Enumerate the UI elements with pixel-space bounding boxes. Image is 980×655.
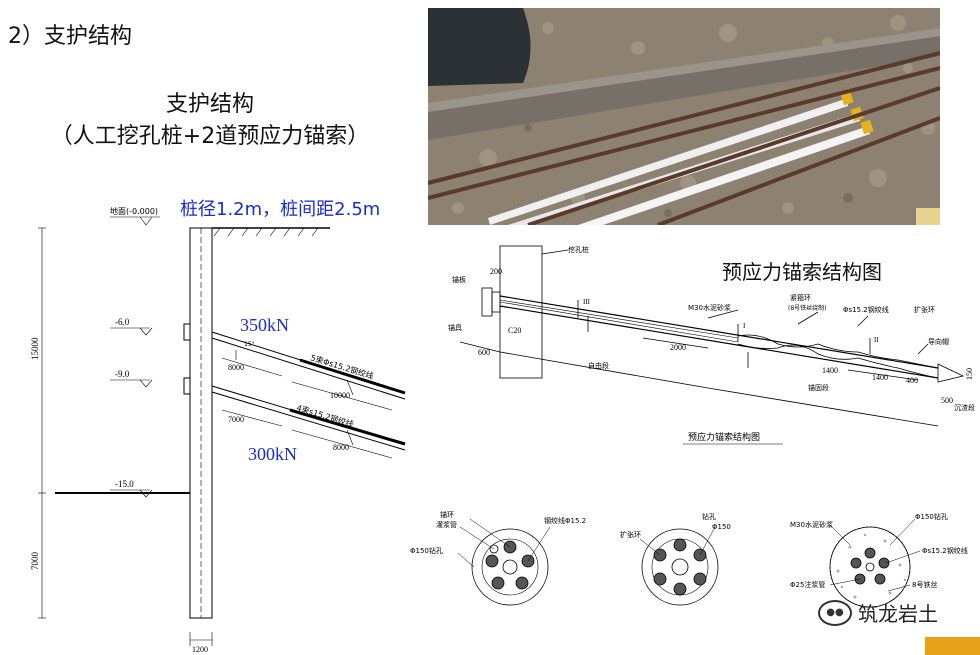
bond-section-label: 锚固段 (808, 383, 829, 392)
panel-title-line1: 支护结构 (165, 92, 254, 117)
anchor-head-label: 锚具 (448, 323, 462, 332)
dim-200: 200 (490, 267, 502, 276)
expander-label: 扩张环 (914, 305, 935, 314)
dim-1400-b: 1400 (872, 373, 888, 382)
section-heading: 2）支护结构 (8, 24, 132, 49)
force-lower-label: 300kN (248, 444, 297, 464)
free-section-label: 自由段 (588, 361, 609, 370)
sec-III-top: III (583, 298, 591, 306)
sec-II-top: II (874, 336, 879, 344)
s1-grout-pipe-label: 灌浆管 (436, 520, 457, 529)
anchor-cable-photo (428, 8, 940, 225)
anchor-plate-label: 锚板 (452, 275, 466, 284)
corner-logo (925, 637, 980, 655)
s3-grout-label: M30水泥砂浆 (790, 520, 833, 529)
level-3-label: -15.0 (115, 479, 134, 489)
spacer-note: (8号铁丝绕制) (788, 304, 827, 312)
pile-note: 桩径1.2m，桩间距2.5m (180, 199, 381, 220)
s2-expander-label: 扩张环 (620, 530, 641, 539)
dim-600: 600 (478, 348, 490, 357)
dim-1400-a: 1400 (822, 366, 838, 375)
grout-label: M30水泥砂浆 (688, 303, 731, 312)
s2-dia-label: Φ150 (712, 523, 731, 531)
support-section-drawing: 地面(-0.000) -6.0 -9.0 -15.0 15000 7000 12… (30, 206, 406, 654)
dim-500: 500 (941, 396, 953, 405)
level-1-label: -6.0 (115, 317, 130, 327)
panel-title-line2: （人工挖孔桩+2道预应力锚索） (50, 124, 370, 149)
s2-label: 钻孔 (702, 512, 716, 521)
ground-level-label: 地面(-0.000) (110, 206, 158, 216)
anchor-2-bond: 8000 (333, 443, 349, 452)
dim-150: 150 (965, 368, 974, 380)
guide-cap-label: 导向帽 (928, 337, 949, 346)
sec-I-top: I (743, 322, 746, 330)
s3-strand-label: Φs15.2钢绞线 (922, 546, 968, 555)
level-2-label: -9.0 (115, 369, 130, 379)
anchor-drawing-caption: 预应力锚索结构图 (688, 431, 760, 443)
concrete-label: C20 (508, 326, 521, 335)
tail-section-label: 沉渣段 (954, 403, 975, 412)
dim-total: 15000 (30, 337, 40, 360)
force-upper-label: 350kN (240, 315, 289, 335)
angle-label: 15° (244, 341, 255, 348)
strand-label: Φs15.2钢绞线 (843, 305, 889, 314)
dim-pile-width: 1200 (192, 645, 208, 654)
watermark: ●● 筑龙岩土 (818, 598, 938, 627)
s3-wire-label: 8号铁丝 (912, 580, 937, 589)
watermark-text: 筑龙岩土 (858, 602, 938, 626)
dim-2000: 2000 (670, 343, 686, 352)
s1-strand-label: 钢绞线Φ15.2 (544, 516, 586, 525)
anchor-structure-title: 预应力锚索结构图 (722, 260, 882, 284)
s3-pipe-label: Φ25注浆管 (790, 580, 825, 589)
dim-embed: 7000 (30, 552, 40, 571)
anchor-1-bond: 10000 (330, 391, 350, 400)
spacer-ring-label: 紧箍环 (790, 293, 811, 302)
s3-hole-label: Φ150钻孔 (915, 512, 948, 521)
anchor-structure-drawing: 挖孔桩 锚板 锚具 200 C20 M30水泥砂浆 紧箍环 (8号铁丝绕制) Φ… (448, 245, 975, 445)
s1-ring-label: 锚环 (440, 510, 454, 519)
pile-label: 挖孔桩 (568, 245, 589, 254)
wechat-icon: ●● (818, 599, 852, 626)
s1-hole-label: Φ150钻孔 (410, 546, 443, 555)
cross-sections-drawing: 锚环 灌浆管 Φ150钻孔 钢绞线Φ15.2 扩张环 钻孔 Φ150 M30水泥… (410, 510, 968, 608)
dim-400: 400 (906, 376, 918, 385)
anchor-1-free: 8000 (228, 363, 244, 372)
anchor-2-free: 7000 (228, 415, 244, 424)
